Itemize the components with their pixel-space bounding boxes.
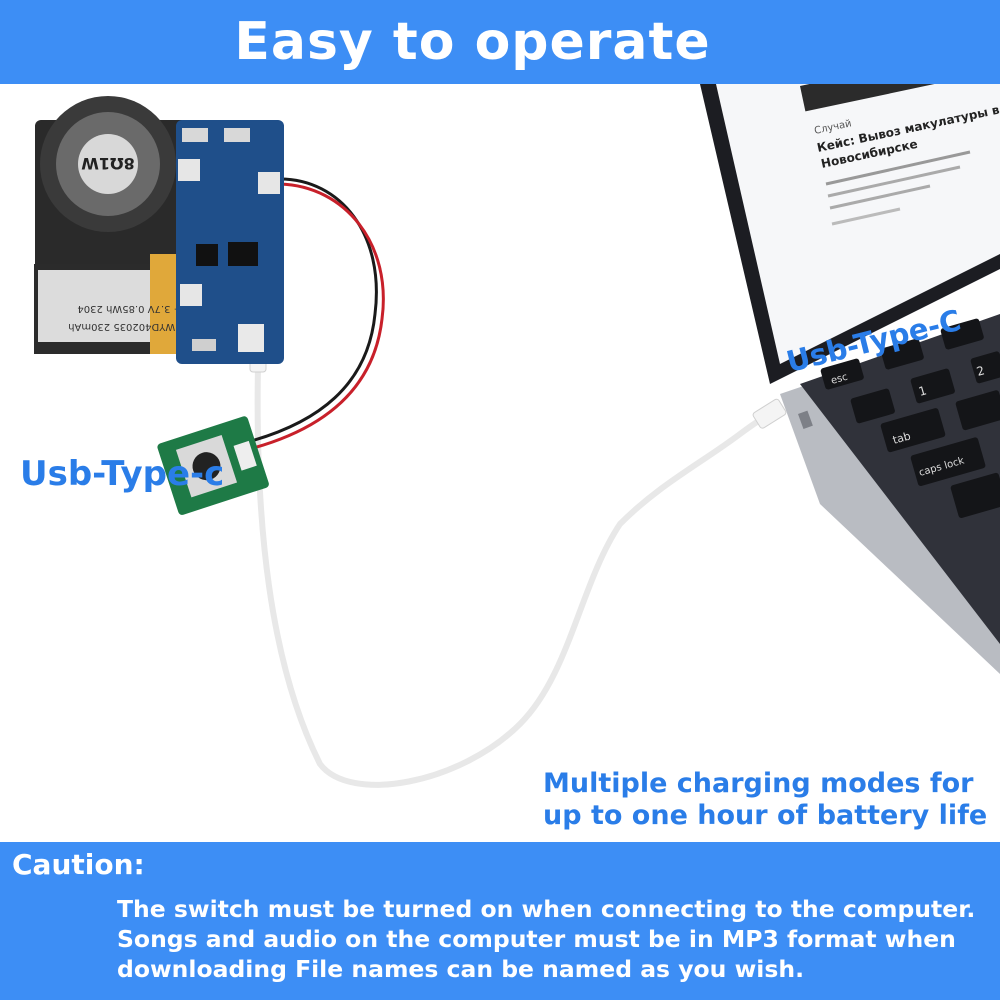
caution-title: Caution: [12,848,145,881]
key-1 [910,368,955,404]
cable-plug-laptop [752,398,787,429]
laptop: Случай Кейс: Вывоз макулатуры в Новосиби… [700,56,1000,674]
pcb-connector [180,284,202,306]
key-tab [880,408,946,453]
laptop-keys [820,318,1000,518]
key-esc-label: esc [830,372,849,387]
laptop-usb-port [798,410,813,430]
push-button-module [157,416,269,515]
pcb-board [176,120,284,364]
speaker-label-disc [78,134,138,194]
speaker: 8Ω1W [35,96,205,270]
pcb-button [224,128,250,142]
screen-text-line [827,165,961,198]
key-tab-label: tab [891,429,912,446]
usb-cable [254,365,782,788]
product-illustration: Случай Кейс: Вывоз макулатуры в Новосиби… [34,56,1000,790]
wire-red [245,182,385,452]
key [850,388,895,424]
laptop-screen [716,84,1000,364]
key-2 [970,351,1000,384]
top-banner: Easy to operate [0,0,1000,84]
caution-text: The switch must be turned on when connec… [117,894,987,984]
pcb-usb-c-port [238,324,264,352]
battery-line-2: - WYD402035 230mAh [68,321,182,332]
pcb-chip [228,242,258,266]
laptop-keyboard [800,314,1000,644]
button-connector [233,440,257,471]
pcb-connector [258,172,280,194]
key-1-label: 1 [917,383,928,399]
key [940,318,984,350]
battery: + 3.7V 0.85Wh 2304 - WYD402035 230mAh [34,254,194,354]
button-cap [192,452,221,481]
caution-line: Songs and audio on the computer must be … [117,925,956,953]
screen-text-line [831,207,901,226]
battery-line-1: + 3.7V 0.85Wh 2304 [77,303,182,314]
pcb-connector [178,159,200,181]
speaker-marking: 8Ω1W [81,154,135,173]
charging-note: Multiple charging modes for up to one ho… [543,768,988,831]
caution-line: downloading File names can be named as y… [117,955,805,983]
key [955,390,1000,431]
board-port-label: Usb-Type-c [20,454,225,494]
key-2-label: 2 [975,363,986,379]
caution-box: Caution: The switch must be turned on wh… [0,842,1000,1000]
key [880,338,924,370]
pcb-button [182,128,208,142]
screen-text-line [825,150,971,186]
key [950,472,1000,518]
key-esc [820,358,864,390]
key-caps [910,437,986,487]
wire-black [239,177,378,446]
pcb-switch [192,339,216,351]
screen-text-line [829,184,931,210]
pcb-chip [196,244,218,266]
page-title: Easy to operate [234,12,711,72]
caution-line: The switch must be turned on when connec… [117,895,976,923]
product-scene: Случай Кейс: Вывоз макулатуры в Новосиби… [0,56,1000,844]
